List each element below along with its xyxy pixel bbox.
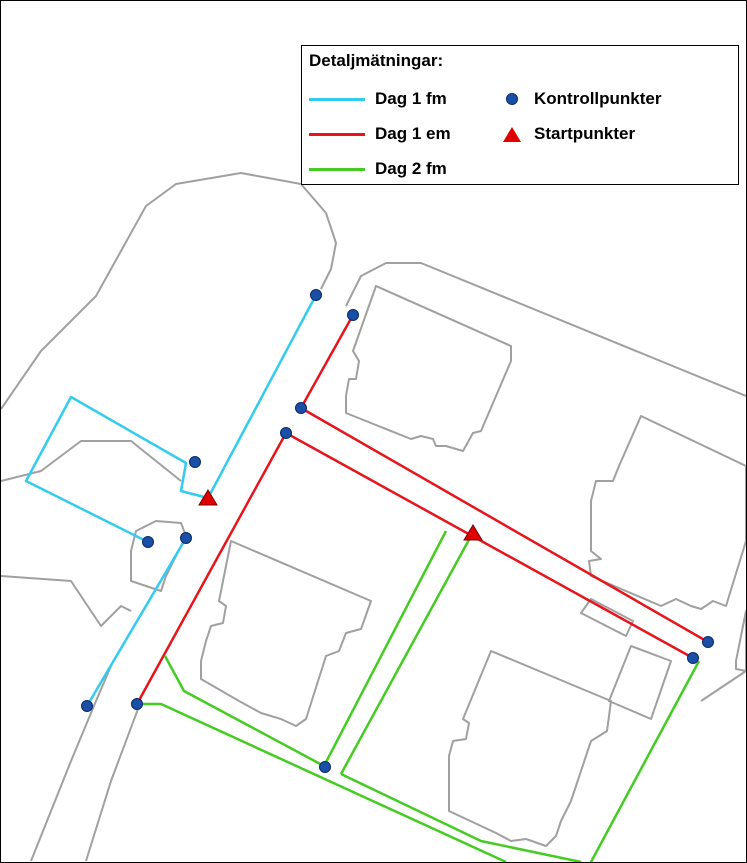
small-building-left xyxy=(130,520,187,592)
route-dag1em-segment-a xyxy=(299,314,709,644)
shed-medium xyxy=(608,645,672,720)
legend-line-cyan xyxy=(309,97,365,101)
legend-item-dag-2-fm: Dag 2 fm xyxy=(309,159,447,179)
legend-label: Dag 2 fm xyxy=(375,159,447,178)
control-point xyxy=(319,761,331,773)
street-edge-southwest xyxy=(30,665,112,862)
legend-item-kontrollpunkter: Kontrollpunkter xyxy=(502,89,662,109)
route-dag2fm-segment-a xyxy=(163,530,448,768)
shed-small xyxy=(580,598,634,637)
control-point xyxy=(310,289,322,301)
block-outline-upper-right xyxy=(345,262,746,397)
building-east xyxy=(588,415,746,610)
property-outlines xyxy=(1,172,746,862)
street-edge-south xyxy=(85,700,142,862)
street-edge-west xyxy=(1,575,132,627)
route-dag2fm-segment-b xyxy=(137,702,507,862)
route-dag1fm-segment-b xyxy=(85,537,188,707)
circle-icon xyxy=(502,89,522,109)
legend-item-dag-1-fm: Dag 1 fm xyxy=(309,89,447,109)
control-point xyxy=(189,456,201,468)
legend-item-startpunkter: Startpunkter xyxy=(502,124,635,144)
building-south xyxy=(448,650,612,847)
start-point xyxy=(198,489,218,506)
right-edge-building xyxy=(735,610,746,672)
legend-line-red xyxy=(309,132,365,136)
building-center xyxy=(200,540,372,727)
control-point xyxy=(81,700,93,712)
route-dag2fm-segment-c xyxy=(339,535,473,775)
control-point xyxy=(347,309,359,321)
start-points xyxy=(198,489,483,541)
legend-label: Dag 1 fm xyxy=(375,89,447,108)
route-dag1fm-segment-a xyxy=(24,294,318,544)
control-point xyxy=(280,427,292,439)
route-dag2fm-segment-d xyxy=(340,772,582,862)
control-point xyxy=(687,652,699,664)
control-points xyxy=(81,289,714,773)
legend-title: Detaljmätningar: xyxy=(309,51,444,70)
control-point xyxy=(702,636,714,648)
street-edge-east xyxy=(700,670,746,702)
legend-item-dag-1-em: Dag 1 em xyxy=(309,124,451,144)
control-point xyxy=(131,698,143,710)
legend-label: Kontrollpunkter xyxy=(534,89,662,108)
route-dag-1-em xyxy=(135,314,709,705)
start-point xyxy=(463,524,483,541)
triangle-icon xyxy=(502,124,522,144)
route-dag2fm-segment-e xyxy=(589,660,701,862)
legend-label: Startpunkter xyxy=(534,124,636,143)
control-point xyxy=(180,532,192,544)
legend-label: Dag 1 em xyxy=(375,124,451,143)
route-dag-2-fm xyxy=(137,530,701,862)
map-legend: Detaljmätningar: Dag 1 fm Dag 1 em Dag 2… xyxy=(301,45,739,185)
control-point xyxy=(142,536,154,548)
control-point xyxy=(295,402,307,414)
building-north xyxy=(345,285,512,452)
legend-line-green xyxy=(309,167,365,171)
street-edge-left xyxy=(1,440,182,482)
block-outline-upper-left xyxy=(1,172,337,410)
